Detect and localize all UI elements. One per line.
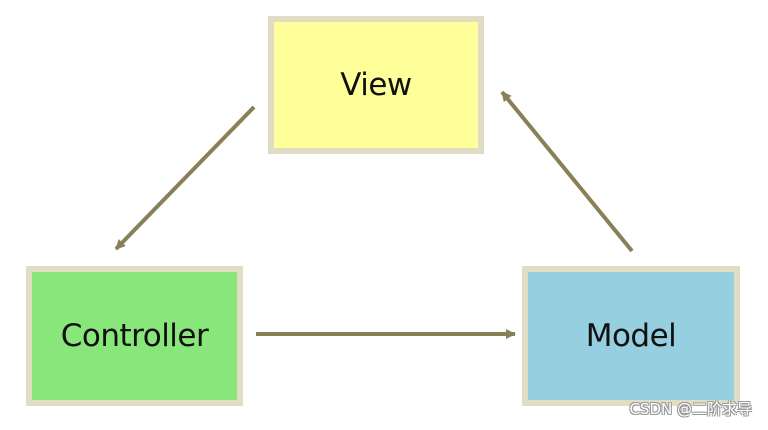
model-label: Model — [585, 318, 677, 354]
model-box: Model — [522, 266, 740, 406]
arrow-view-to-controller — [114, 105, 256, 251]
controller-label: Controller — [60, 318, 209, 354]
arrow-model-to-view — [500, 90, 634, 253]
view-label: View — [340, 67, 412, 103]
watermark: CSDN @二阶求导 — [629, 400, 752, 418]
controller-box: Controller — [26, 266, 243, 406]
view-box: View — [268, 16, 484, 154]
